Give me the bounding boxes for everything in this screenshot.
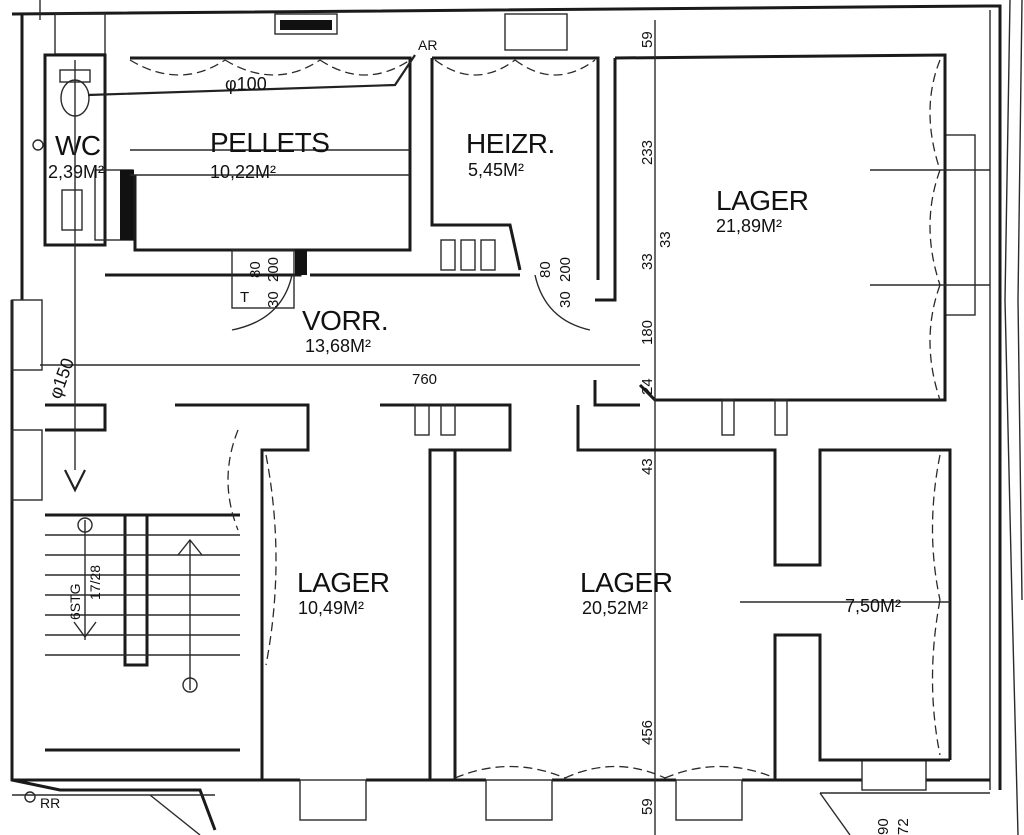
heizr-area: 5,45M²	[468, 160, 524, 180]
heizr-name: HEIZR.	[466, 128, 555, 159]
dim-33-b: 33	[657, 231, 674, 248]
dimensions: 59 233 33 33 180 24 43 456 59 760 80 200…	[240, 31, 912, 835]
dim-59-top: 59	[639, 31, 656, 48]
door-right-80: 80	[537, 261, 554, 278]
label-ar: AR	[418, 37, 437, 53]
vorr-area: 13,68M²	[305, 336, 371, 356]
door-left-80: 80	[247, 261, 264, 278]
dim-233: 233	[639, 140, 656, 165]
lager-ne-area: 21,89M²	[716, 216, 782, 236]
wc-name: WC	[55, 130, 101, 161]
wc-area: 2,39M²	[48, 162, 104, 182]
door-t: T	[240, 289, 249, 306]
stairs-ratio: 17/28	[87, 565, 103, 600]
door-right-30: 30	[557, 291, 574, 308]
room-lager-s: LAGER 20,52M² 7,50M²	[453, 405, 952, 780]
pellets-name: PELLETS	[210, 127, 329, 158]
dim-59-bottom: 59	[639, 798, 656, 815]
dim-456: 456	[639, 720, 656, 745]
label-rr: RR	[40, 795, 60, 811]
dim-24: 24	[639, 378, 656, 395]
lager-s-name: LAGER	[580, 567, 672, 598]
outer-walls	[10, 0, 1023, 835]
door-left-30: 30	[265, 291, 282, 308]
room-wc: WC 2,39M²	[32, 53, 134, 247]
dim-180: 180	[639, 320, 656, 345]
lager-ne-name: LAGER	[716, 185, 808, 216]
room-lager-sw: LAGER 10,49M²	[175, 403, 512, 780]
pellets-area: 10,22M²	[210, 162, 276, 182]
room-vorr: VORR. 13,68M²	[40, 249, 640, 407]
room-pellets: PELLETS 10,22M²	[129, 56, 412, 252]
room-heizr: HEIZR. 5,45M²	[430, 56, 600, 280]
pipe-d150: φ150	[45, 355, 78, 401]
lager-sw-name: LAGER	[297, 567, 389, 598]
lager-sw-area: 10,49M²	[298, 598, 364, 618]
dim-43: 43	[639, 458, 656, 475]
lager-e-area: 7,50M²	[845, 596, 901, 616]
room-lager-ne: LAGER 21,89M²	[595, 20, 990, 835]
vorr-name: VORR.	[302, 305, 388, 336]
door-right-200: 200	[557, 257, 574, 282]
door-left-200: 200	[265, 257, 282, 282]
dim-760: 760	[412, 371, 437, 388]
dim-90: 90	[875, 818, 892, 835]
lager-s-area: 20,52M²	[582, 598, 648, 618]
dim-33-a: 33	[639, 253, 656, 270]
stairs-count: 6STG	[67, 583, 83, 620]
stairs: 6STG 17/28	[45, 403, 240, 752]
pipe-d100: φ100	[225, 74, 267, 94]
dim-72: 72	[895, 818, 912, 835]
